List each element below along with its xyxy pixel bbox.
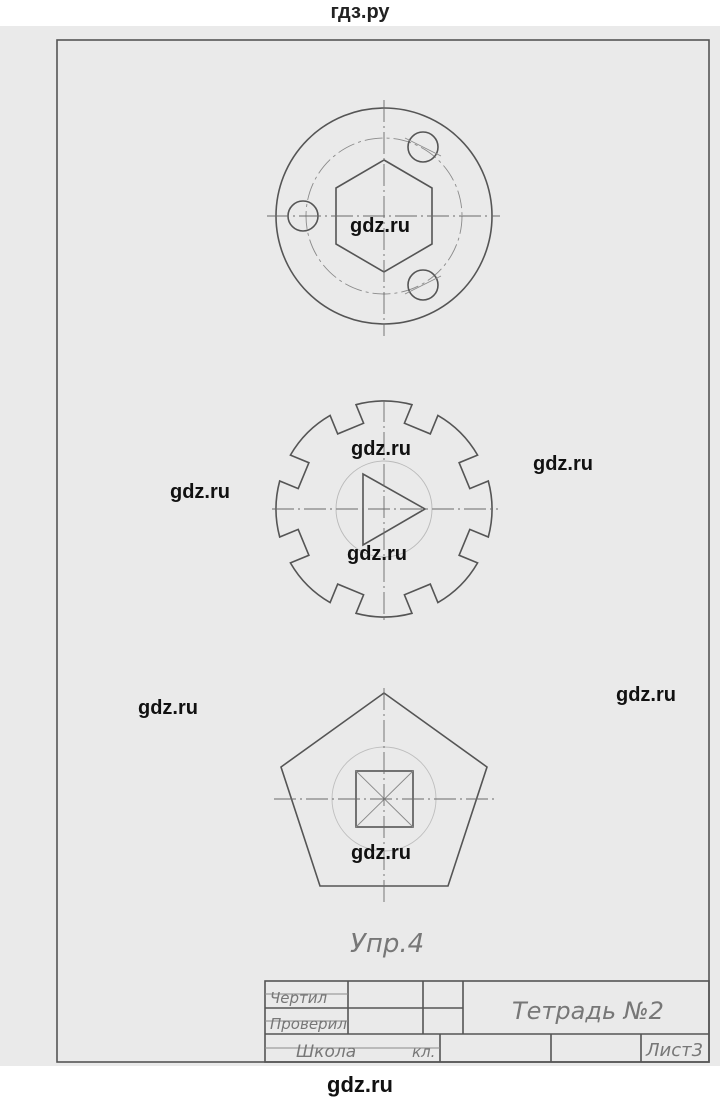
figure-slotted-disc	[272, 400, 498, 620]
school-label: Школа	[296, 1042, 356, 1062]
watermark-2: gdz.ru	[351, 438, 411, 460]
watermarks: gdz.ru gdz.ru gdz.ru gdz.ru gdz.ru gdz.r…	[138, 215, 676, 864]
drawing-sheet: Упр.4 Чертил Проверил Школа кл. Тетрадь …	[0, 26, 720, 1066]
sheet-number: Лист3	[645, 1040, 703, 1061]
drew-label: Чертил	[270, 989, 328, 1007]
figure-pentagon	[274, 688, 495, 905]
watermark-7: gdz.ru	[616, 684, 676, 706]
slotted-disc-outline	[275, 400, 493, 618]
watermark-4: gdz.ru	[170, 481, 230, 503]
checked-label: Проверил	[270, 1015, 347, 1033]
title-block: Чертил Проверил Школа кл. Тетрадь №2 Лис…	[264, 980, 710, 1063]
watermark-3: gdz.ru	[533, 453, 593, 475]
site-footer: gdz.ru	[327, 1072, 393, 1097]
figure-flange	[267, 100, 500, 336]
watermark-1: gdz.ru	[350, 215, 410, 237]
drawing-canvas: Упр.4 Чертил Проверил Школа кл. Тетрадь …	[56, 39, 710, 1063]
site-header: гдз.ру	[330, 1, 390, 23]
watermark-6: gdz.ru	[138, 697, 198, 719]
exercise-caption: Упр.4	[350, 929, 424, 959]
class-label: кл.	[412, 1043, 435, 1061]
notebook-title: Тетрадь №2	[512, 997, 664, 1025]
watermark-5: gdz.ru	[347, 543, 407, 565]
watermark-8: gdz.ru	[351, 842, 411, 864]
